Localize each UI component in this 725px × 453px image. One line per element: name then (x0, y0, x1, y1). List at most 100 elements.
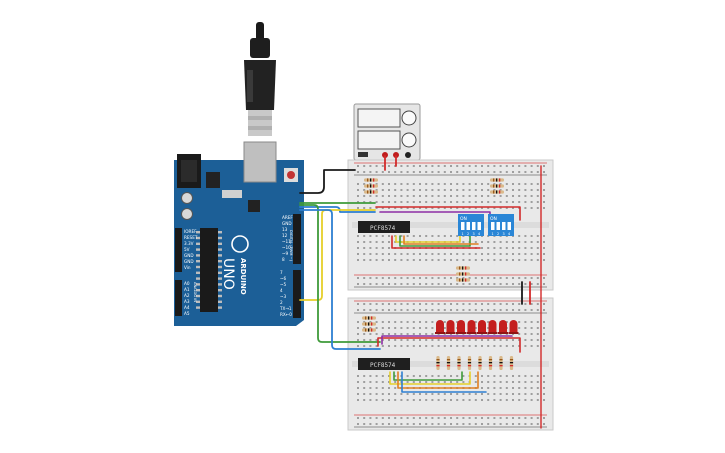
hole (375, 309, 378, 311)
hole (375, 303, 378, 305)
hole (512, 247, 514, 249)
hole (425, 381, 428, 383)
power-pin-label: 3.3V (184, 241, 194, 246)
hole (400, 339, 403, 341)
wire-top-red-bus-2 (391, 235, 481, 249)
hole (400, 165, 403, 167)
hole (536, 241, 539, 243)
resistor-band (499, 359, 503, 361)
hole (499, 283, 502, 285)
led-body (499, 320, 507, 334)
chip-pin (218, 242, 222, 245)
hole (419, 189, 421, 191)
led (498, 320, 508, 334)
resistor (362, 322, 376, 326)
hole (524, 277, 527, 279)
digital-pin-label: ~5 (280, 282, 287, 287)
hole (481, 423, 483, 425)
hole (369, 235, 372, 237)
resistor (362, 328, 376, 332)
chip-pin (218, 277, 222, 280)
resistor-band (365, 328, 367, 332)
chip-pin (218, 254, 222, 257)
hole (512, 171, 514, 173)
resistor-band (370, 184, 372, 188)
digital-pin-label: RX←0 (280, 312, 292, 317)
hole (406, 333, 409, 335)
hole (400, 345, 403, 347)
hole (493, 201, 496, 203)
hole (388, 259, 390, 261)
hole (406, 171, 409, 173)
hole (505, 345, 508, 347)
resistor-band (488, 365, 493, 367)
hole (487, 339, 490, 341)
led-body (446, 320, 455, 334)
chip-pin (196, 306, 200, 309)
hole (536, 235, 539, 237)
hole (400, 195, 403, 197)
hole (456, 259, 459, 261)
resistor (478, 356, 482, 370)
hole (363, 339, 366, 341)
hole (357, 171, 359, 173)
hole (363, 333, 366, 335)
hole (363, 321, 366, 323)
hole (543, 253, 545, 255)
hole (375, 339, 378, 341)
hole (406, 423, 409, 425)
hole (388, 303, 390, 305)
hole (369, 387, 372, 389)
hole (543, 247, 545, 249)
hole (369, 393, 372, 395)
hole (487, 241, 490, 243)
hole (357, 259, 359, 261)
hole (456, 423, 459, 425)
hole (456, 321, 459, 323)
hole (412, 195, 415, 197)
hole (375, 189, 378, 191)
hole (518, 387, 521, 389)
hole (425, 309, 428, 311)
chip-pin (218, 306, 222, 309)
analog-pin-label: A1 (184, 287, 190, 292)
hole (369, 417, 372, 419)
hole (419, 259, 421, 261)
hole (381, 171, 384, 173)
hole (524, 387, 527, 389)
hole (394, 189, 397, 191)
hole (369, 303, 372, 305)
dip-switch-toggle (466, 222, 470, 230)
chip-pin (196, 289, 200, 292)
hole (543, 183, 545, 185)
hole (505, 277, 508, 279)
hole (357, 195, 359, 197)
dip-switch-toggle (461, 222, 465, 230)
hole (369, 381, 372, 383)
resistor-band (368, 328, 370, 332)
wire-scl-blue-bottom (299, 209, 381, 350)
wire-bottom-blue-bus (401, 371, 487, 393)
hole (474, 201, 477, 203)
hole (530, 387, 533, 389)
hole (388, 399, 390, 401)
hole (443, 283, 446, 285)
led-body (509, 320, 518, 334)
hole (437, 195, 440, 197)
hole (493, 253, 496, 255)
hole (406, 327, 409, 329)
resistor-band (465, 266, 467, 270)
hole (468, 399, 471, 401)
hole (518, 189, 521, 191)
hole (518, 201, 521, 203)
hole (481, 277, 483, 279)
hole (363, 183, 366, 185)
hole (357, 393, 359, 395)
resistor-band (436, 362, 440, 364)
hole (487, 171, 490, 173)
hole (419, 171, 421, 173)
wire-sda-green-bottom (299, 204, 381, 343)
hole (468, 393, 471, 395)
hole (425, 259, 428, 261)
